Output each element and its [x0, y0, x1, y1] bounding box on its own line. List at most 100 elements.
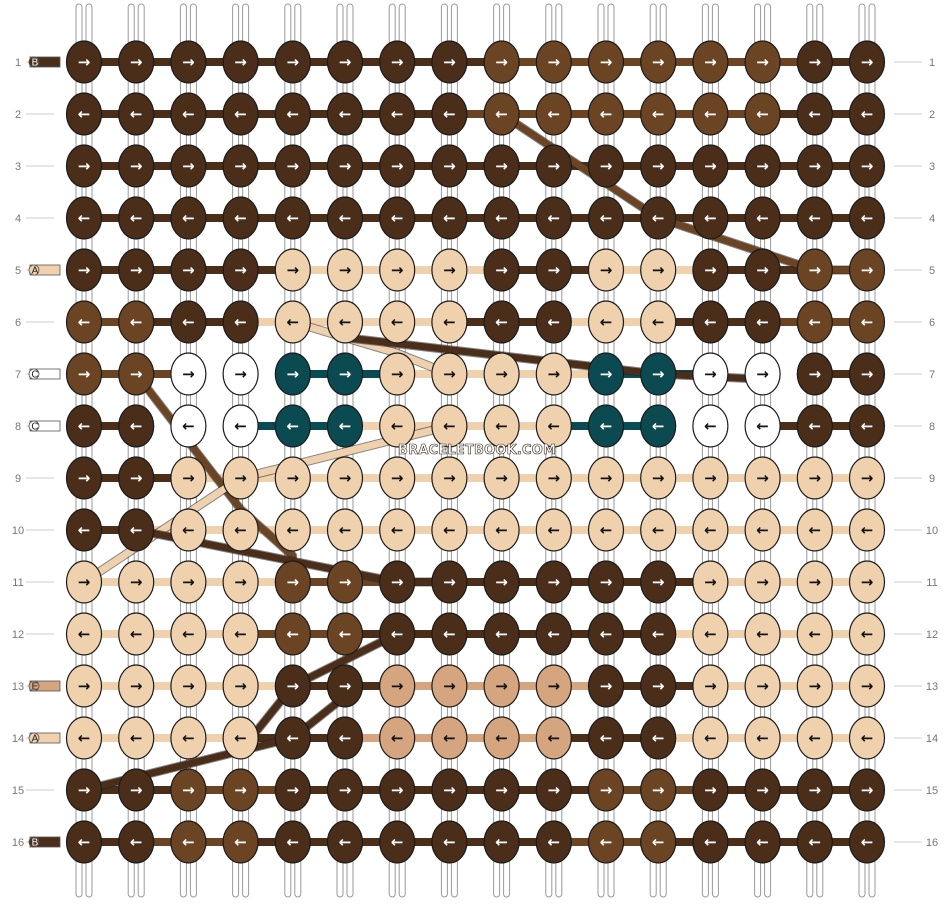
left-arrow-icon: ←	[704, 105, 717, 123]
knot	[65, 352, 103, 396]
thread-segment	[345, 266, 398, 274]
thread-segment	[814, 474, 867, 482]
knot	[640, 404, 677, 448]
knot	[379, 300, 416, 344]
knot	[274, 820, 311, 864]
thread-segment	[240, 734, 293, 742]
knot	[640, 612, 677, 656]
left-arrow-icon: ←	[234, 521, 247, 539]
right-arrow-icon: →	[339, 677, 352, 695]
right-arrow-icon: →	[495, 573, 508, 591]
right-arrow-icon: →	[861, 781, 874, 799]
left-arrow-icon: ←	[443, 521, 456, 539]
thread-segment	[292, 58, 345, 66]
left-arrow-icon: ←	[495, 313, 508, 331]
right-arrow-icon: →	[287, 573, 300, 591]
thread-segment	[240, 630, 293, 638]
knot	[483, 456, 520, 500]
knot	[483, 196, 520, 240]
knot	[326, 456, 364, 500]
knot	[535, 92, 572, 136]
left-arrow-icon: ←	[78, 625, 91, 643]
thread-segment	[814, 838, 867, 846]
knot	[848, 92, 886, 136]
knot	[535, 144, 572, 188]
right-arrow-icon: →	[495, 261, 508, 279]
row-number-left: 6	[15, 317, 21, 329]
thread-segment	[553, 682, 606, 690]
right-arrow-icon: →	[234, 261, 247, 279]
left-arrow-icon: ←	[600, 729, 613, 747]
knot	[692, 508, 729, 552]
thread-segment	[188, 110, 241, 118]
knot	[640, 92, 677, 136]
knot	[326, 404, 364, 448]
left-arrow-icon: ←	[652, 417, 665, 435]
left-arrow-icon: ←	[600, 625, 613, 643]
right-arrow-icon: →	[652, 677, 665, 695]
left-arrow-icon: ←	[287, 313, 300, 331]
knot	[65, 716, 103, 760]
thread-segment	[553, 630, 606, 638]
thread-segment	[606, 630, 659, 638]
right-arrow-icon: →	[182, 157, 195, 175]
knot	[431, 716, 468, 760]
left-arrow-icon: ←	[339, 417, 352, 435]
knot	[274, 196, 311, 240]
left-arrow-icon: ←	[809, 833, 822, 851]
knot	[483, 40, 520, 84]
row-number-left: 12	[12, 629, 24, 641]
left-arrow-icon: ←	[704, 833, 717, 851]
thread-segment	[240, 422, 293, 430]
knot	[326, 40, 364, 84]
thread-segment	[553, 422, 606, 430]
knot	[222, 196, 259, 240]
thread-segment	[762, 526, 815, 534]
left-thread-letter: C	[31, 370, 38, 381]
thread-segment	[658, 162, 711, 170]
thread-segment	[501, 214, 554, 222]
thread-segment	[449, 370, 502, 378]
left-arrow-icon: ←	[809, 417, 822, 435]
thread-segment	[292, 786, 345, 794]
thread-segment	[188, 630, 241, 638]
right-arrow-icon: →	[652, 365, 665, 383]
thread-segment	[449, 630, 502, 638]
vertical-string	[555, 3, 563, 898]
left-arrow-icon: ←	[78, 105, 91, 123]
right-arrow-icon: →	[756, 157, 769, 175]
left-arrow-icon: ←	[756, 313, 769, 331]
knot	[848, 456, 886, 500]
left-arrow-icon: ←	[339, 105, 352, 123]
right-arrow-icon: →	[548, 157, 561, 175]
thread-segment	[710, 266, 763, 274]
knot	[118, 40, 155, 84]
knot	[326, 716, 364, 760]
thread-segment	[762, 786, 815, 794]
left-arrow-icon: ←	[182, 313, 195, 331]
knot	[118, 664, 155, 708]
knot	[640, 820, 677, 864]
knot	[326, 92, 364, 136]
left-arrow-icon: ←	[182, 625, 195, 643]
thread-segment	[658, 734, 711, 742]
knot	[848, 664, 886, 708]
right-arrow-icon: →	[78, 573, 91, 591]
left-arrow-icon: ←	[861, 209, 874, 227]
left-arrow-icon: ←	[756, 521, 769, 539]
left-thread-letter: B	[32, 838, 39, 849]
knot	[326, 300, 364, 344]
thread-segment	[553, 578, 606, 586]
left-arrow-icon: ←	[78, 521, 91, 539]
knot	[170, 560, 207, 604]
row-number-right: 6	[929, 317, 935, 329]
knot	[483, 352, 520, 396]
thread-segment	[606, 214, 659, 222]
knot	[796, 352, 833, 396]
thread-segment	[658, 526, 711, 534]
left-arrow-icon: ←	[234, 729, 247, 747]
thread-segment	[345, 162, 398, 170]
thread-segment	[762, 422, 815, 430]
knot	[587, 820, 625, 864]
vertical-string	[284, 3, 292, 898]
